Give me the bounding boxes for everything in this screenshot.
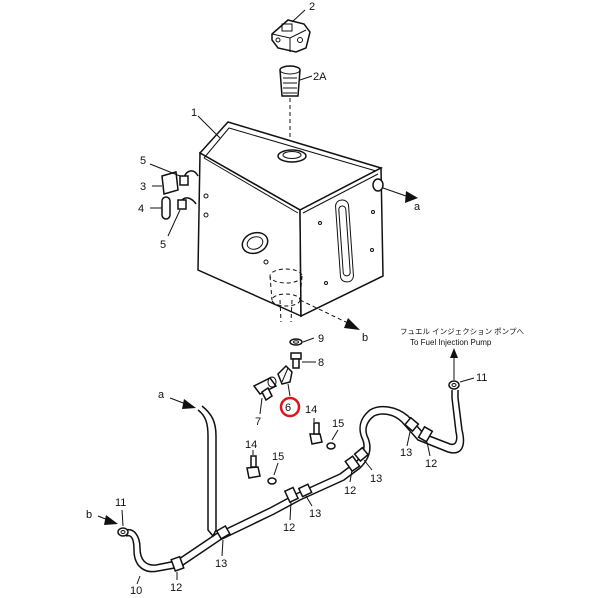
callout-13-far-right: 13 xyxy=(400,447,412,459)
callout-5-upper: 5 xyxy=(140,155,146,167)
hose-clip-part-5-lower[interactable] xyxy=(177,197,197,210)
callout-14-lower: 14 xyxy=(245,439,257,451)
clamp-part-12-bottom-left[interactable] xyxy=(170,555,185,572)
clamp-part-12-middle[interactable] xyxy=(283,486,300,504)
spacer-part-13-far-right[interactable] xyxy=(403,416,420,433)
bracket-part-3[interactable] xyxy=(161,171,179,195)
callout-9: 9 xyxy=(318,333,324,345)
ref-b-right: b xyxy=(362,332,368,344)
callout-13-bottom: 13 xyxy=(215,558,227,570)
ref-a-left: a xyxy=(158,389,165,401)
spacer-part-13-middle[interactable] xyxy=(297,483,313,498)
spacer-part-13-bottom[interactable] xyxy=(215,525,231,540)
callout-13-right: 13 xyxy=(370,473,382,485)
spacer-part-13-right[interactable] xyxy=(353,446,370,463)
callout-12-middle: 12 xyxy=(283,522,295,534)
callout-12-right: 12 xyxy=(344,485,356,497)
callout-5-lower: 5 xyxy=(160,239,166,251)
washer-part-11-right[interactable] xyxy=(448,380,460,390)
hose-clip-part-5-upper[interactable] xyxy=(179,170,199,186)
fuel-cap-part-2[interactable] xyxy=(271,19,311,53)
callout-4: 4 xyxy=(138,203,144,215)
bolt-part-8[interactable] xyxy=(290,352,302,369)
fuel-supply-line[interactable] xyxy=(125,390,465,573)
fitting-part-7[interactable] xyxy=(252,376,278,402)
callout-11-left: 11 xyxy=(115,497,126,509)
elbow-part-6[interactable] xyxy=(277,364,293,385)
bolt-part-14-lower[interactable] xyxy=(246,455,261,479)
washer-part-15-lower[interactable] xyxy=(267,477,277,485)
callout-2: 2 xyxy=(309,1,315,13)
ref-b-left: b xyxy=(86,509,92,521)
return-hose[interactable] xyxy=(197,405,217,538)
washer-part-11-left[interactable] xyxy=(117,527,129,537)
callout-8: 8 xyxy=(318,357,324,369)
sensor-part-4[interactable] xyxy=(161,196,171,220)
ref-a-top: a xyxy=(414,201,421,213)
callout-15-lower: 15 xyxy=(272,451,284,463)
note-english: To Fuel Injection Pump xyxy=(410,338,492,347)
callout-3: 3 xyxy=(140,181,146,193)
callout-10: 10 xyxy=(130,585,142,597)
callout-13-middle: 13 xyxy=(309,508,321,520)
callout-2a: 2A xyxy=(313,71,327,83)
clamp-part-12-far-right[interactable] xyxy=(417,425,434,443)
callout-11-right: 11 xyxy=(476,372,487,384)
callout-6: 6 xyxy=(285,402,291,414)
callout-1: 1 xyxy=(191,107,197,119)
callout-12-bottom-left: 12 xyxy=(170,582,182,594)
note-japanese: フュエル インジェクション ポンプへ xyxy=(400,327,524,336)
washer-part-15-upper[interactable] xyxy=(326,442,336,450)
highlight-circle xyxy=(279,396,301,418)
callout-14-upper: 14 xyxy=(305,404,317,416)
callout-12-far-right: 12 xyxy=(425,458,437,470)
callout-7: 7 xyxy=(255,416,261,428)
callout-15-upper: 15 xyxy=(332,418,344,430)
strainer-part-2a[interactable] xyxy=(279,65,301,97)
fuel-tank-part-1[interactable] xyxy=(197,121,384,323)
washer-part-9[interactable] xyxy=(289,338,303,346)
bolt-part-14-upper[interactable] xyxy=(309,422,323,445)
clamp-part-12-right[interactable] xyxy=(344,455,361,473)
